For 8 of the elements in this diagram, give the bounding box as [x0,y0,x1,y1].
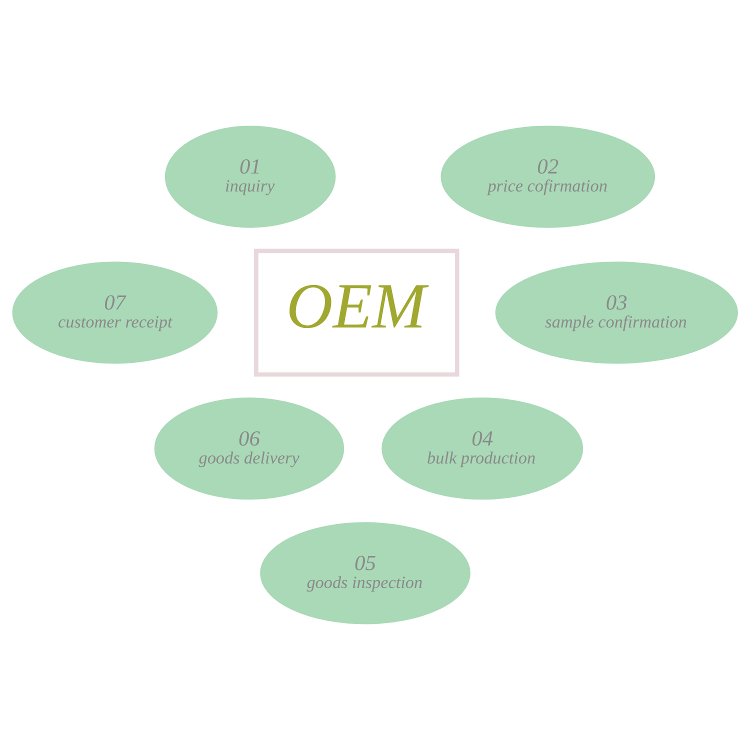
node-ellipse: 06 goods delivery [154,398,344,500]
node-ellipse: 04 bulk production [382,398,584,500]
node-ellipse: 07 customer receipt [12,262,218,364]
node-ellipse: 03 sample confirmation [495,262,738,364]
node-ellipse: 02 price cofirmation [440,126,656,228]
node-ellipse: 05 goods inspection [260,522,470,624]
node-box: OEM [254,248,460,377]
node-ellipse: 01 inquiry [164,126,336,228]
